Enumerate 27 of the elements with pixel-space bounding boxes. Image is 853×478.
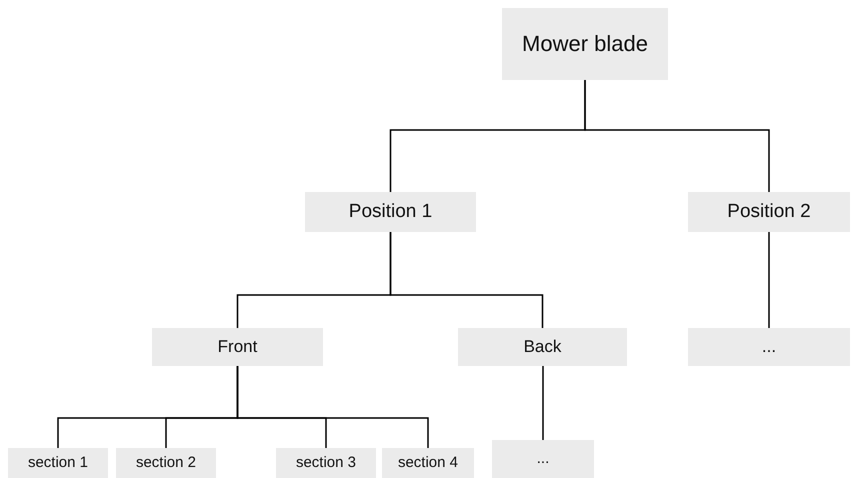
- tree-node-box: [305, 192, 476, 232]
- node-label: Back: [524, 336, 562, 358]
- tree-node-box: [8, 448, 108, 478]
- node-label: section 3: [296, 454, 356, 472]
- tree-node-box: [688, 328, 850, 366]
- connector-line: [542, 366, 544, 440]
- connector-line: [236, 366, 429, 448]
- tree-node-box: [492, 440, 594, 478]
- node-label: Front: [218, 336, 258, 358]
- connector-line: [390, 232, 544, 328]
- node-label: Position 1: [348, 200, 432, 224]
- node-label: Mower blade: [522, 30, 648, 58]
- tree-node-box: [382, 448, 474, 478]
- node-label: section 2: [136, 454, 196, 472]
- tree-node-box: [152, 328, 323, 366]
- node-label: section 1: [28, 454, 88, 472]
- tree-node-box: [502, 8, 668, 80]
- connector-line: [768, 232, 770, 328]
- connector-line: [584, 80, 770, 192]
- tree-node-box: [458, 328, 627, 366]
- node-label: Position 2: [727, 200, 811, 224]
- node-label: ...: [762, 336, 776, 358]
- tree-node-box: [688, 192, 850, 232]
- tree-node-box: [276, 448, 376, 478]
- node-label: section 4: [398, 454, 458, 472]
- node-label: ...: [536, 450, 550, 468]
- tree-node-box: [116, 448, 216, 478]
